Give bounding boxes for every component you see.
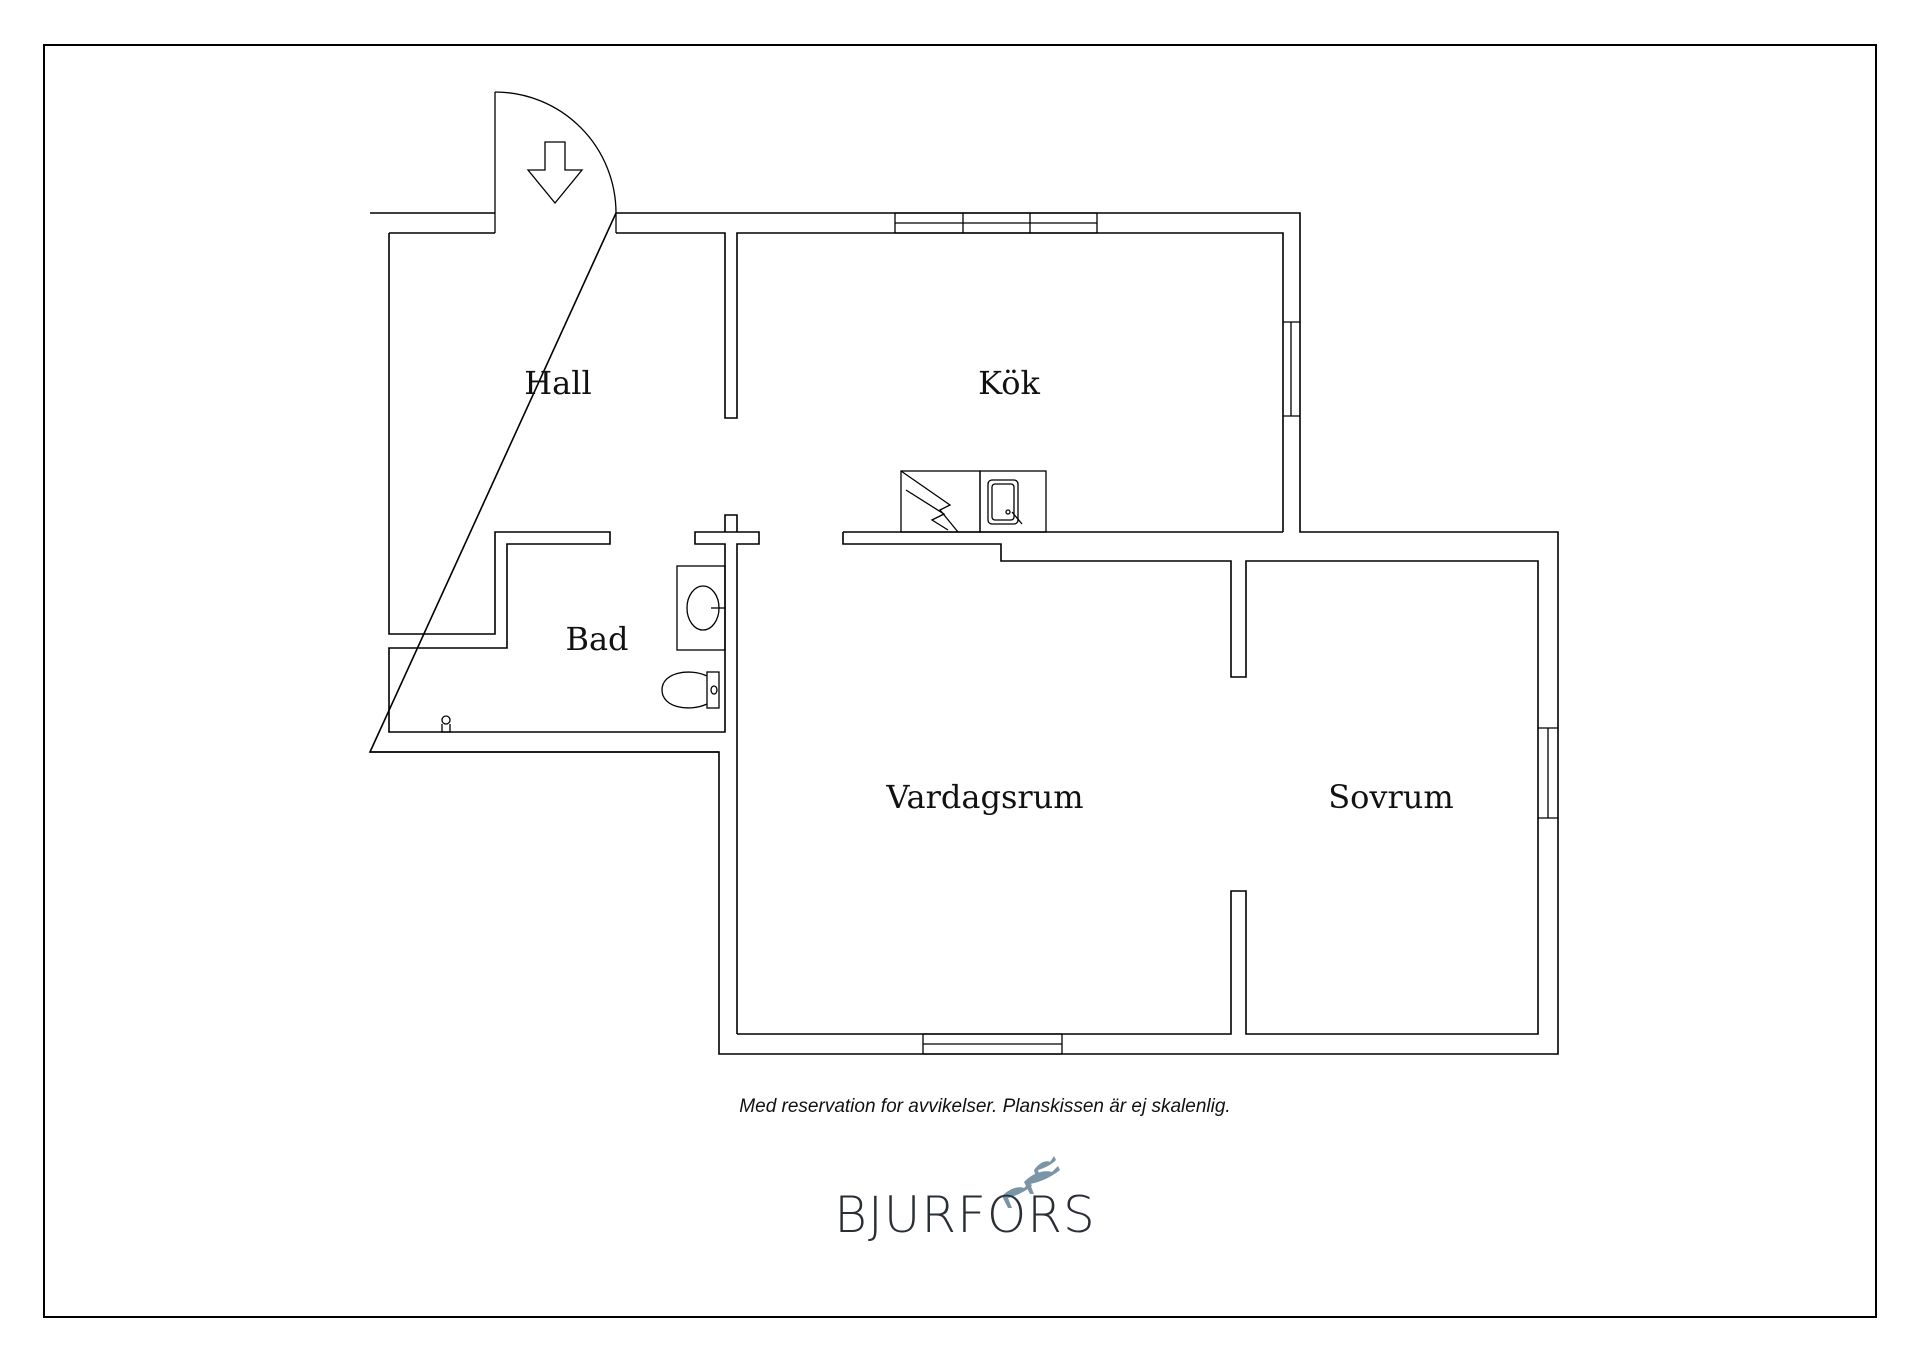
room-label-bad: Bad	[565, 620, 628, 658]
outer-wall-outer	[368, 212, 1559, 1055]
room-label-kok: Kök	[978, 364, 1040, 402]
disclaimer-text: Med reservation for avvikelser. Planskis…	[739, 1096, 1231, 1117]
window-living-bottom	[922, 1033, 1063, 1055]
hall-inner-wall	[388, 233, 760, 1034]
room-label-sovrum: Sovrum	[1328, 778, 1454, 816]
window-kitchen-top	[894, 212, 1098, 234]
entrance-arrow-icon	[526, 141, 584, 205]
window-kitchen-right	[1283, 321, 1300, 417]
outer-wall-inner	[389, 232, 1284, 532]
kitchen-sink-icon	[979, 470, 1047, 533]
room-label-vardagsrum: Vardagsrum	[885, 778, 1083, 816]
floor-drain-icon	[441, 715, 451, 733]
entrance-door	[494, 91, 617, 233]
flying-birds-icon	[1002, 1156, 1060, 1208]
stove-icon	[900, 470, 981, 533]
room-label-hall: Hall	[524, 364, 591, 402]
window-bedroom-right	[1538, 727, 1558, 819]
brand-logo-text: BJURFORS	[834, 1186, 1096, 1244]
washbasin-icon	[676, 565, 726, 651]
page-frame	[43, 44, 1877, 1318]
toilet-icon	[661, 671, 720, 709]
